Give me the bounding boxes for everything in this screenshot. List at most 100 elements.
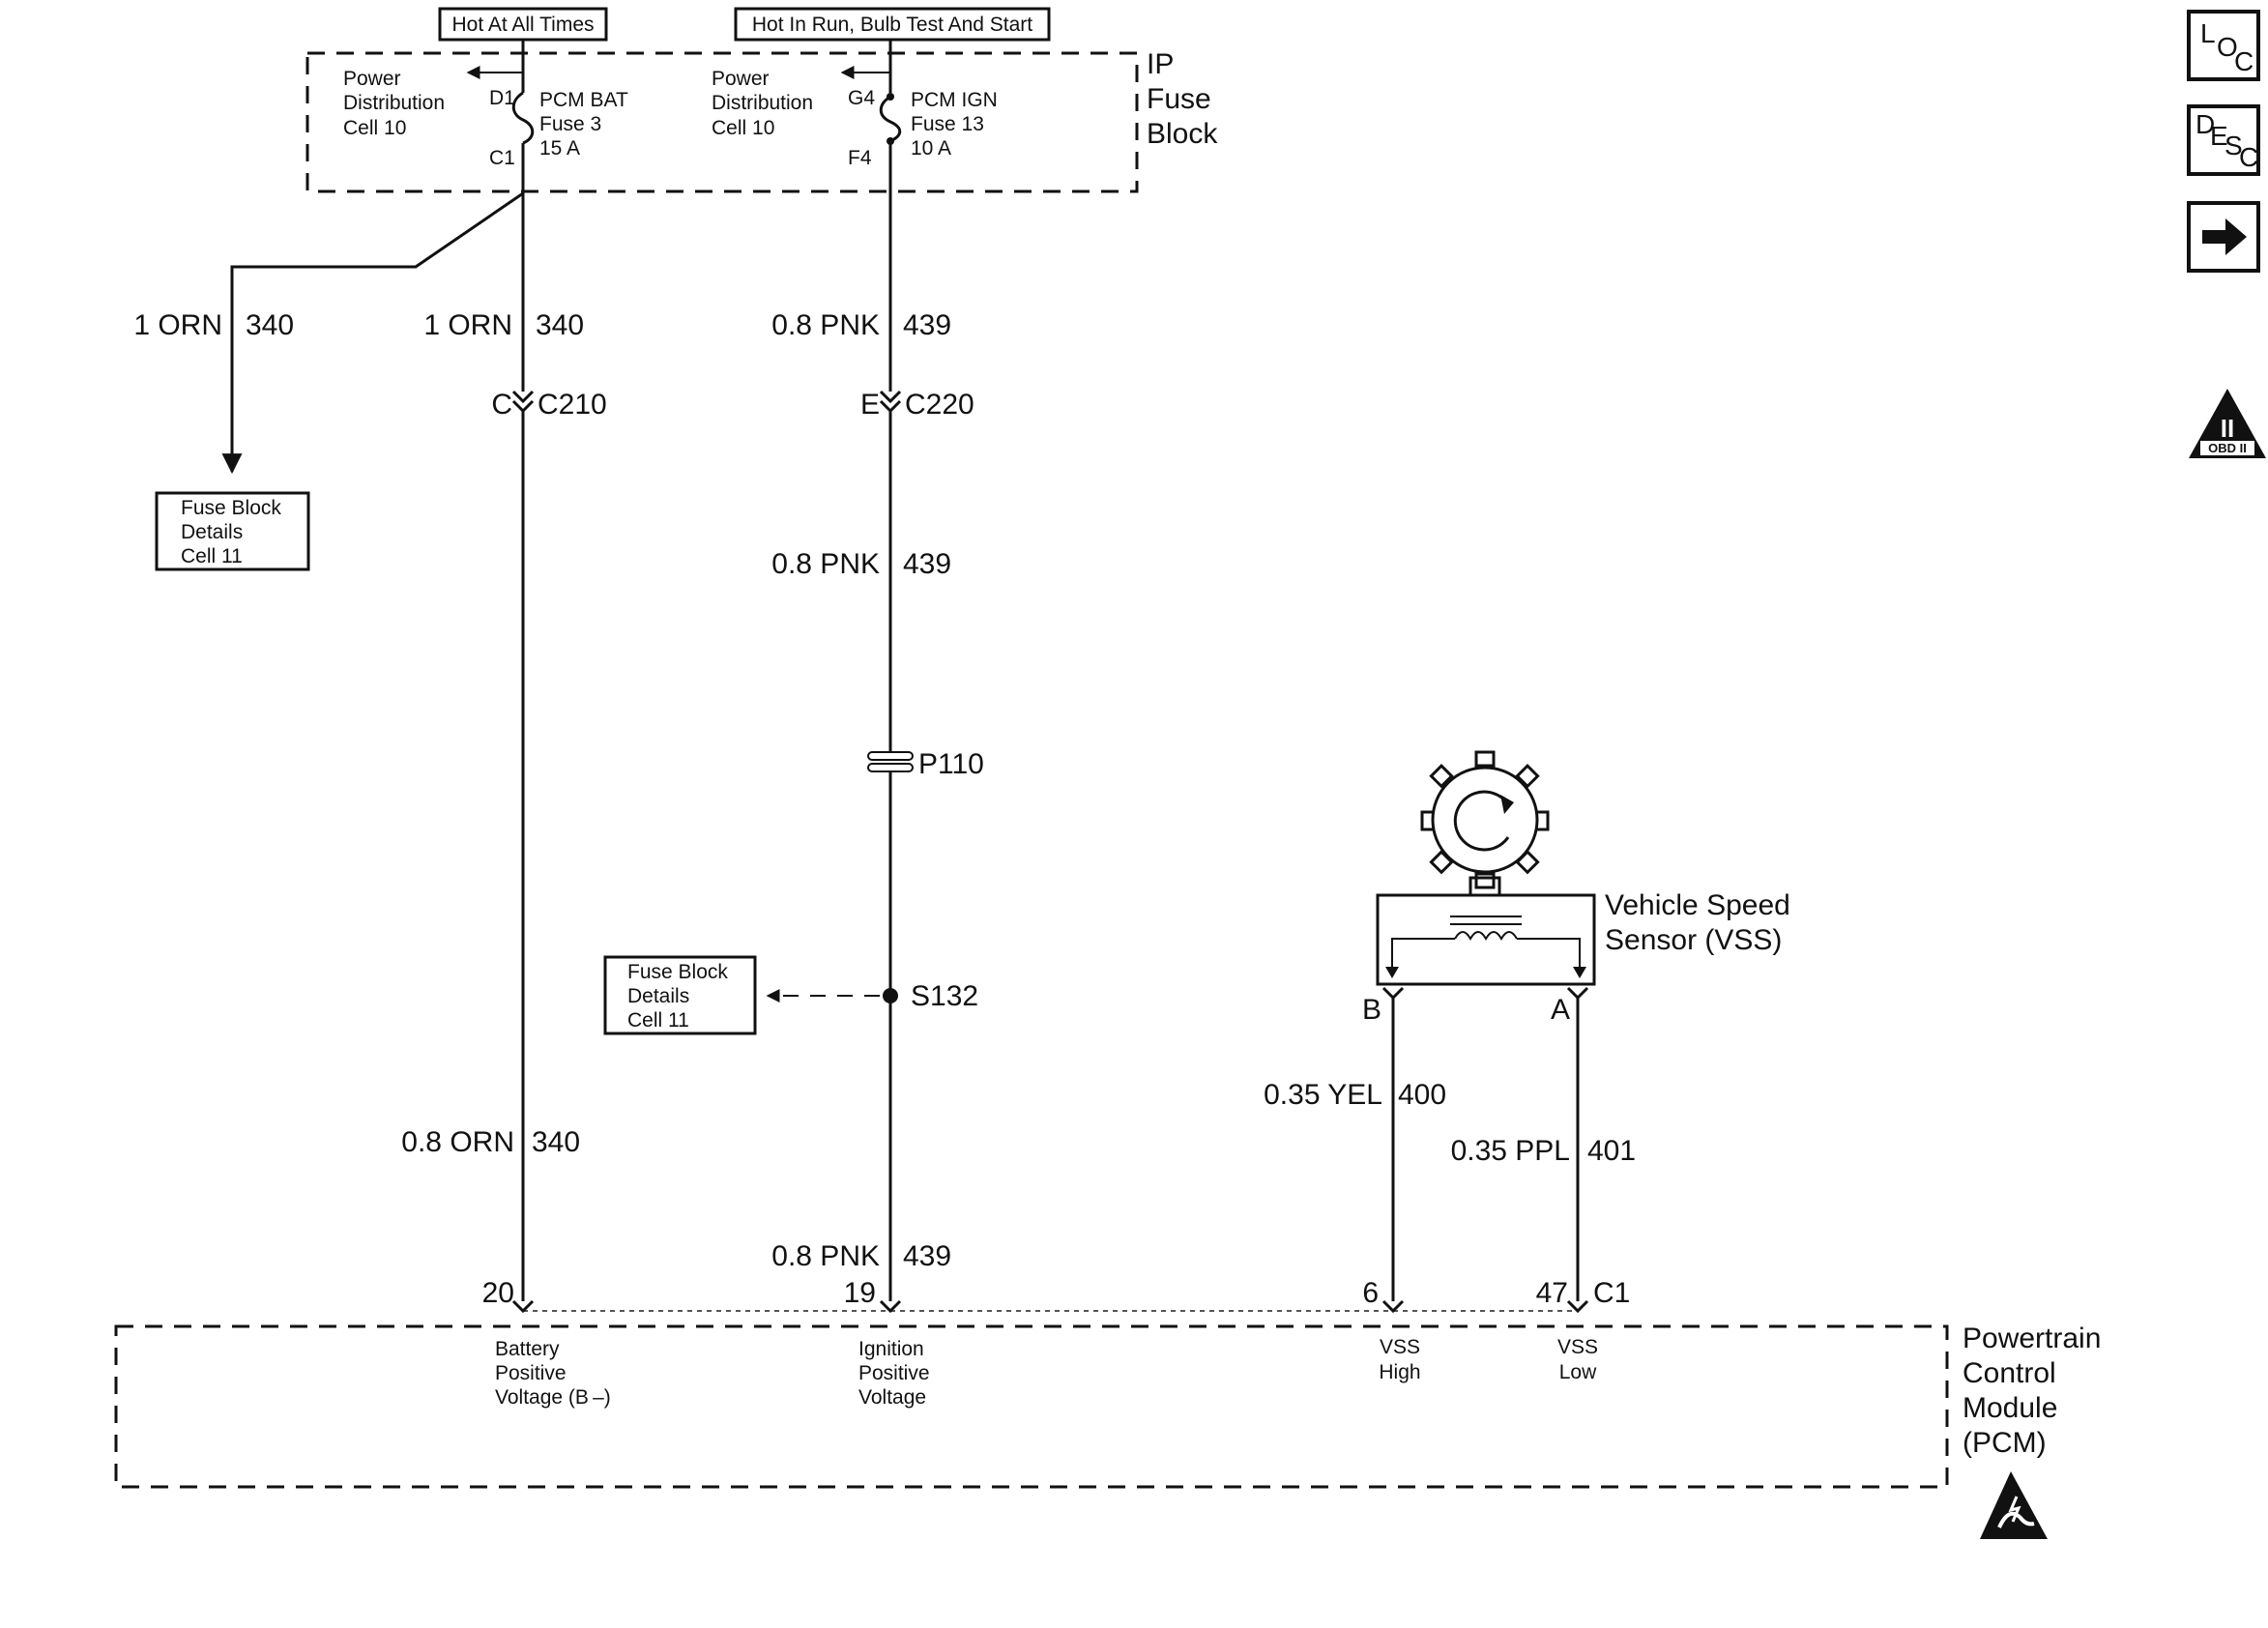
vss-low-circuit: 401 xyxy=(1587,1135,1636,1167)
loc-button[interactable]: L O C xyxy=(2187,10,2260,81)
term-vss-high-line1: VSS xyxy=(1380,1336,1420,1358)
left-cell-line1: Power xyxy=(343,68,401,90)
left-cell-line2: Distribution xyxy=(343,92,445,114)
pcm-name-line2: Control xyxy=(1963,1357,2056,1389)
term-vss-high-line2: High xyxy=(1379,1361,1420,1383)
pcm-name-line1: Powertrain xyxy=(1963,1323,2101,1354)
bat-lower-circuit: 340 xyxy=(532,1126,580,1158)
powertrain-control-module: Powertrain Control Module (PCM) Battery … xyxy=(114,1323,2101,1489)
right-top-terminal: G4 xyxy=(848,87,875,109)
vss-high-wire-400: 0.35 YEL 400 xyxy=(1264,998,1446,1301)
fuse-block-label-line3: Block xyxy=(1147,118,1218,150)
hot-at-all-times-label: Hot At All Times xyxy=(451,14,594,36)
vss-low-color: 0.35 PPL xyxy=(1451,1135,1570,1167)
branch-wire-color: 1 ORN xyxy=(133,309,222,341)
term-vss-low-line2: Low xyxy=(1559,1361,1597,1383)
pcm-pin-vss-low: 47 xyxy=(1536,1277,1568,1309)
bat-lower-color: 0.8 ORN xyxy=(401,1126,514,1158)
desc-letter-d: D xyxy=(2195,109,2215,139)
term-ign-line3: Voltage xyxy=(858,1386,926,1409)
left-fuse-name: PCM BAT xyxy=(539,89,628,111)
vehicle-speed-sensor: Vehicle Speed Sensor (VSS) B A xyxy=(1362,750,1790,1026)
sensor-name-line2: Sensor (VSS) xyxy=(1605,924,1782,956)
obd-ii-icon: II OBD II xyxy=(2189,389,2266,458)
fuse-block-details-box-upper[interactable]: Fuse Block Details Cell 11 xyxy=(155,491,310,571)
pcm-pin-bat: 20 xyxy=(482,1277,514,1309)
fuse-pcm-bat: Hot At All Times Power Distribution Cell… xyxy=(343,7,628,191)
pcm-name-line4: (PCM) xyxy=(1963,1427,2047,1459)
right-cell-line2: Distribution xyxy=(712,92,813,114)
sensor-name-line1: Vehicle Speed xyxy=(1605,889,1790,921)
p110-name: P110 xyxy=(918,748,984,780)
lower-ref-line2: Details xyxy=(627,985,689,1007)
term-ign-line1: Ignition xyxy=(858,1338,924,1360)
esd-warning-icon xyxy=(1980,1471,2048,1539)
right-cell-line1: Power xyxy=(712,68,770,90)
right-cell-line3: Cell 10 xyxy=(712,117,774,139)
fuse-block-details-box-lower[interactable]: Fuse Block Details Cell 11 xyxy=(603,955,757,1035)
left-fuse-rating: 15 A xyxy=(539,137,580,160)
p110-connector-icon xyxy=(867,751,914,761)
hot-in-run-label: Hot In Run, Bulb Test And Start xyxy=(752,14,1032,36)
fuse-pcm-ign: Hot In Run, Bulb Test And Start Power Di… xyxy=(712,7,1051,191)
branch-wire-circuit: 340 xyxy=(246,309,294,341)
left-bottom-terminal: C1 xyxy=(489,147,515,169)
branch-wire-340: 1 ORN 340 xyxy=(133,191,524,475)
right-fuse-name: PCM IGN xyxy=(911,89,998,111)
ign-lower-color: 0.8 PNK xyxy=(771,1240,880,1272)
ign-upper-circuit: 439 xyxy=(903,309,951,341)
desc-letter-s: S xyxy=(2224,131,2243,160)
pcm-pin-vss-high: 6 xyxy=(1362,1277,1379,1309)
ign-upper-color: 0.8 PNK xyxy=(771,309,880,341)
loc-letter-o: O xyxy=(2217,32,2238,62)
vss-low-wire-401: 0.35 PPL 401 xyxy=(1451,998,1636,1301)
upper-ref-line1: Fuse Block xyxy=(181,497,281,519)
pcm-connector-c1: 20 19 6 47 C1 xyxy=(482,1277,1630,1314)
pcm-name-line3: Module xyxy=(1963,1392,2057,1424)
ign-lower-circuit: 439 xyxy=(903,1240,951,1272)
right-arrow-icon xyxy=(2202,218,2247,255)
right-arrow-button[interactable] xyxy=(2187,201,2260,273)
pcm-pin-ign: 19 xyxy=(844,1277,876,1309)
pcm-connector-name: C1 xyxy=(1593,1277,1630,1309)
term-ign-line2: Positive xyxy=(858,1362,930,1384)
vss-high-color: 0.35 YEL xyxy=(1264,1079,1382,1111)
sensor-pin-b: B xyxy=(1362,994,1381,1026)
ign-middle-circuit: 439 xyxy=(903,548,951,580)
ignition-wire-439: 0.8 PNK 439 E C220 0.8 PNK 439 P110 S132… xyxy=(766,191,984,1301)
obd-label: OBD II xyxy=(2208,441,2247,455)
right-bottom-terminal: F4 xyxy=(848,147,872,169)
term-bat-line3: Voltage (B –) xyxy=(495,1386,611,1409)
lower-ref-line1: Fuse Block xyxy=(627,961,728,983)
bat-upper-circuit: 340 xyxy=(536,309,584,341)
sensor-pin-a: A xyxy=(1551,994,1570,1026)
desc-letter-c: C xyxy=(2239,142,2258,172)
c220-pin: E xyxy=(860,389,880,421)
term-vss-low-line1: VSS xyxy=(1557,1336,1598,1358)
pickup-coil-icon xyxy=(1385,916,1586,978)
upper-ref-line3: Cell 11 xyxy=(181,545,243,567)
ign-middle-color: 0.8 PNK xyxy=(771,548,880,580)
left-top-terminal: D1 xyxy=(489,87,515,109)
obd-numeral: II xyxy=(2221,414,2234,443)
upper-ref-line2: Details xyxy=(181,521,243,543)
c210-name: C210 xyxy=(538,389,607,421)
fuse-block-label-line1: IP xyxy=(1147,48,1174,80)
vss-high-circuit: 400 xyxy=(1398,1079,1446,1111)
s132-name: S132 xyxy=(911,980,978,1012)
s132-splice-icon xyxy=(883,988,898,1003)
battery-wire-340: 1 ORN 340 C C210 0.8 ORN 340 xyxy=(401,191,607,1301)
loc-letter-l: L xyxy=(2200,18,2216,48)
ip-fuse-block: IP Fuse Block xyxy=(305,48,1218,193)
left-cell-line3: Cell 10 xyxy=(343,117,406,139)
bat-upper-color: 1 ORN xyxy=(423,309,512,341)
lower-ref-line3: Cell 11 xyxy=(627,1009,689,1032)
c210-pin: C xyxy=(491,389,512,421)
left-fuse-number: Fuse 3 xyxy=(539,113,601,135)
term-bat-line2: Positive xyxy=(495,1362,567,1384)
reluctor-wheel-icon xyxy=(1420,750,1550,889)
term-bat-line1: Battery xyxy=(495,1338,560,1360)
desc-button[interactable]: D E S C xyxy=(2187,104,2260,176)
c220-name: C220 xyxy=(905,389,974,421)
